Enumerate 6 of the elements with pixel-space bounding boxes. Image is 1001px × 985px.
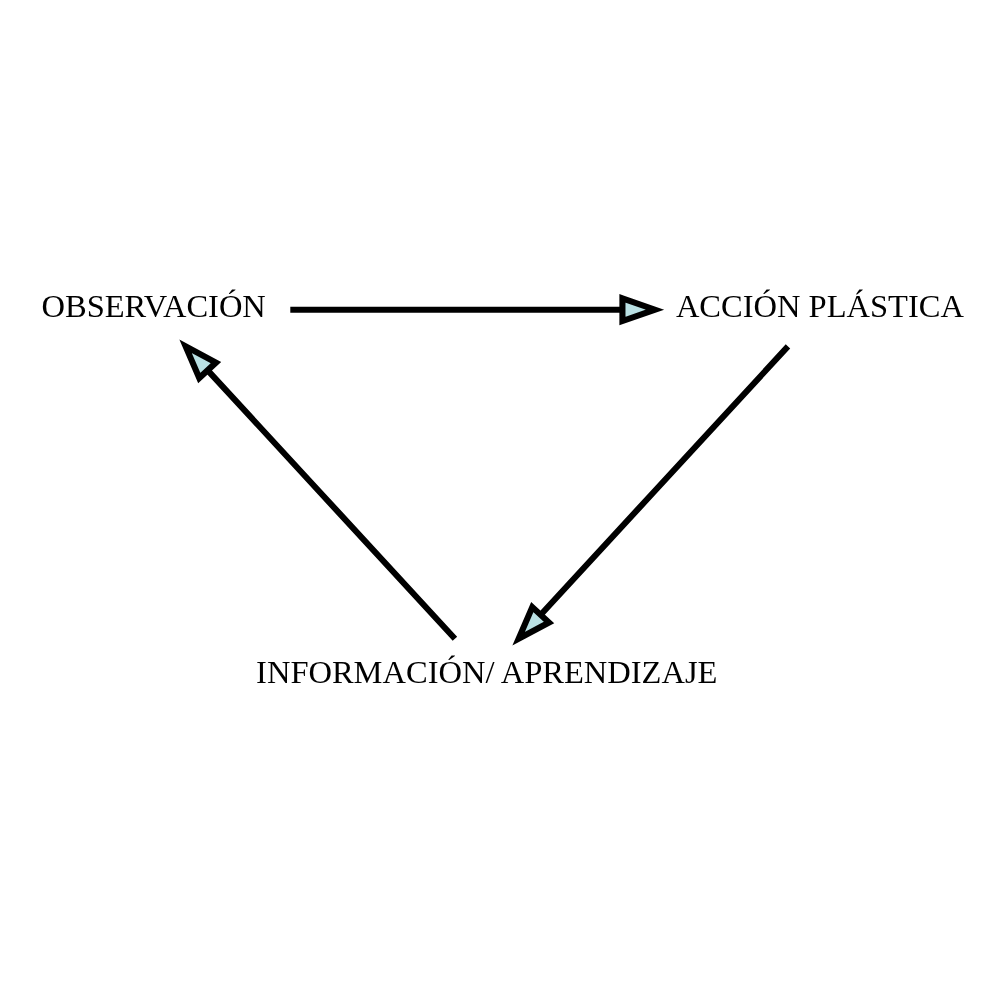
- arrow: [289, 294, 664, 326]
- node-text: ACCIÓN PLÁSTICA: [675, 288, 964, 325]
- arrow: [178, 339, 457, 641]
- arrow: [511, 344, 790, 646]
- node-text: INFORMACIÓN/ APRENDIZAJE: [255, 654, 717, 691]
- node-text: OBSERVACIÓN: [40, 288, 266, 325]
